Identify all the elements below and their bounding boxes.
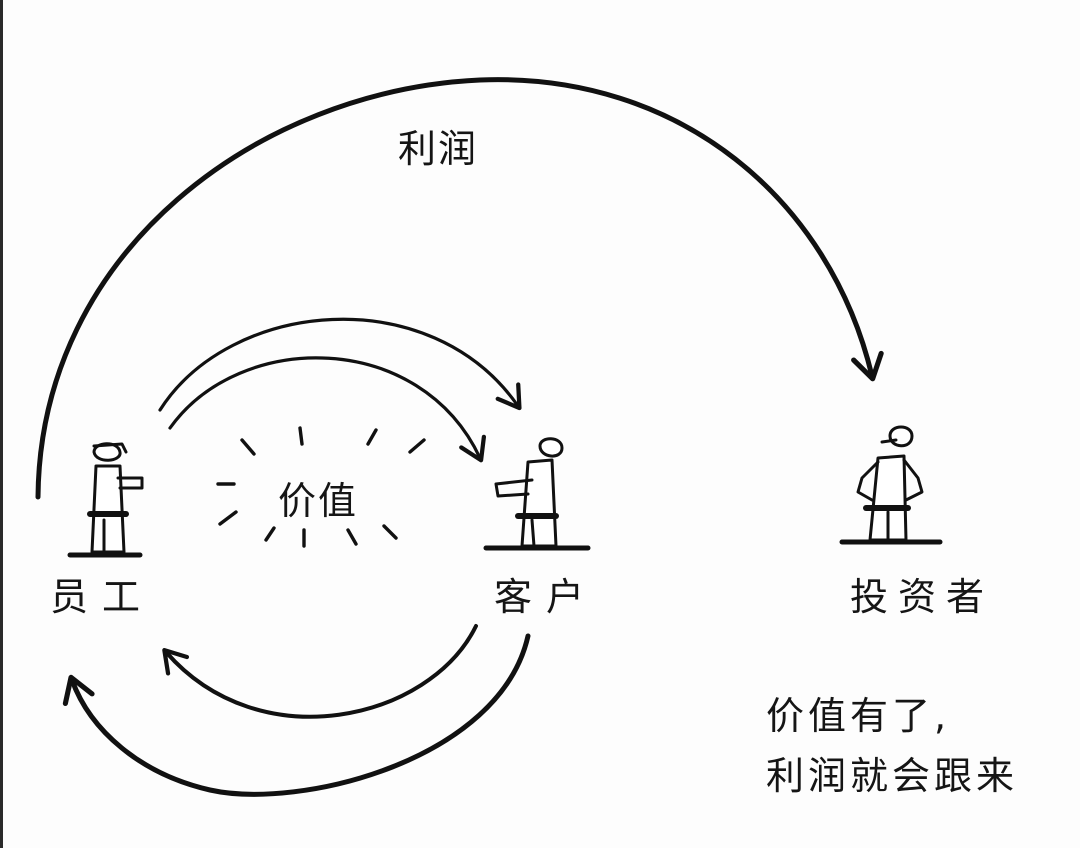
value-arc-inner-arrow — [168, 356, 486, 463]
value-sparkle-rays — [216, 426, 426, 548]
investor-label: 投资者 — [850, 575, 995, 619]
caption-line-1: 价值有了, — [766, 694, 951, 738]
customer-label: 客户 — [494, 575, 599, 619]
customer-figure — [483, 437, 591, 551]
employee-figure — [67, 442, 144, 558]
return-arc-outer-arrow — [62, 633, 531, 797]
value-arc-outer-arrow — [158, 317, 522, 412]
profit-label: 利润 — [398, 127, 479, 171]
left-border — [0, 0, 3, 848]
employee-label: 员工 — [50, 575, 155, 619]
profit-arc-arrow — [35, 77, 884, 500]
value-label: 价值 — [278, 479, 359, 523]
caption-line-2: 利润就会跟来 — [766, 754, 1019, 798]
investor-figure — [839, 425, 943, 545]
return-arc-inner-arrow — [162, 624, 478, 719]
caption-note: 价值有了, 利润就会跟来 — [766, 686, 1018, 806]
